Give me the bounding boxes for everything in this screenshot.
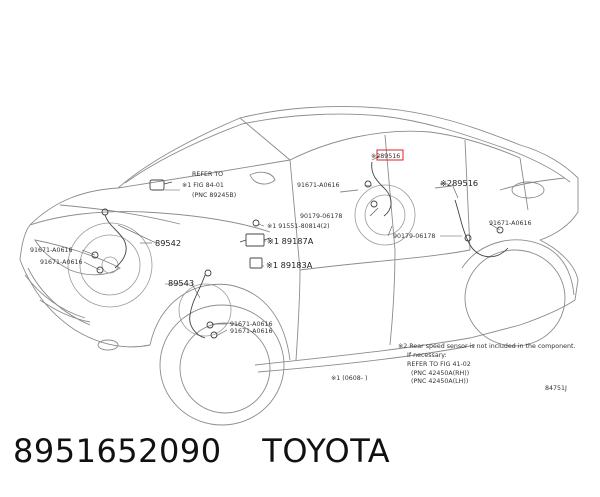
note-line-5: (PNC 42450A(LH)) [411, 378, 468, 385]
label-91671-right: 91671-A0616 [489, 220, 532, 227]
rear-right-sensor-wire [454, 199, 509, 258]
label-refer-top-3: (PNC 89245B) [192, 192, 236, 199]
car-body-outline [19, 106, 579, 426]
label-89516-rear: ※289516 [440, 178, 478, 188]
label-91671-bottom-a: 91671-A0616 [230, 321, 273, 328]
note-line-1: ※2 Rear speed sensor is not included in … [398, 343, 575, 350]
note-line-2: If necessary: [407, 352, 447, 359]
sensor-wire-front-left [91, 208, 127, 274]
part-number: 8951652090 [13, 432, 222, 470]
label-refer-top-1: REFER TO [192, 171, 223, 178]
rear-speed-sensor-wire [364, 161, 392, 217]
product-footer: 8951652090 TOYOTA [13, 432, 390, 470]
rear-brake-disc [354, 184, 416, 246]
label-89183A: ※1 89183A [266, 260, 313, 270]
label-91671-left-b: 91671-A0616 [40, 259, 83, 266]
label-90179-b: 90179-06178 [393, 233, 435, 240]
label-89187A: ※1 89187A [267, 236, 314, 246]
label-89542: 89542 [155, 238, 181, 248]
label-90179-a: 90179-06178 [300, 213, 342, 220]
label-91671-top: 91671-A0616 [297, 182, 340, 189]
note-line-4: (PNC 42450A(RH)) [411, 370, 469, 377]
highlight-box [376, 149, 404, 161]
label-refer-top-2: ※1 FIG 84-01 [182, 182, 224, 189]
note-line-3: REFER TO FIG 41-02 [407, 361, 471, 368]
label-91671-left-a: 91671-A0616 [30, 247, 73, 254]
label-91551: ※1 91551-80814(2) [267, 223, 330, 230]
label-91671-bottom-b: 91671-A0616 [230, 328, 273, 335]
leader-lines [81, 155, 501, 337]
front-right-hub [178, 283, 232, 337]
label-89516-highlight: ※289516 [371, 153, 400, 160]
footnote: ※1 (0608- ) [331, 375, 368, 382]
abs-ecu-part [149, 179, 173, 191]
sensor-wire-front-right [189, 269, 218, 339]
figure-code: 84751J [545, 385, 567, 392]
abs-sensor-parts-diagram: REFER TO ※1 FIG 84-01 (PNC 89245B) ※2895… [19, 106, 579, 426]
label-89543: 89543 [168, 278, 194, 288]
decelerator-sensor-part [239, 219, 271, 269]
brand-name: TOYOTA [262, 432, 391, 470]
